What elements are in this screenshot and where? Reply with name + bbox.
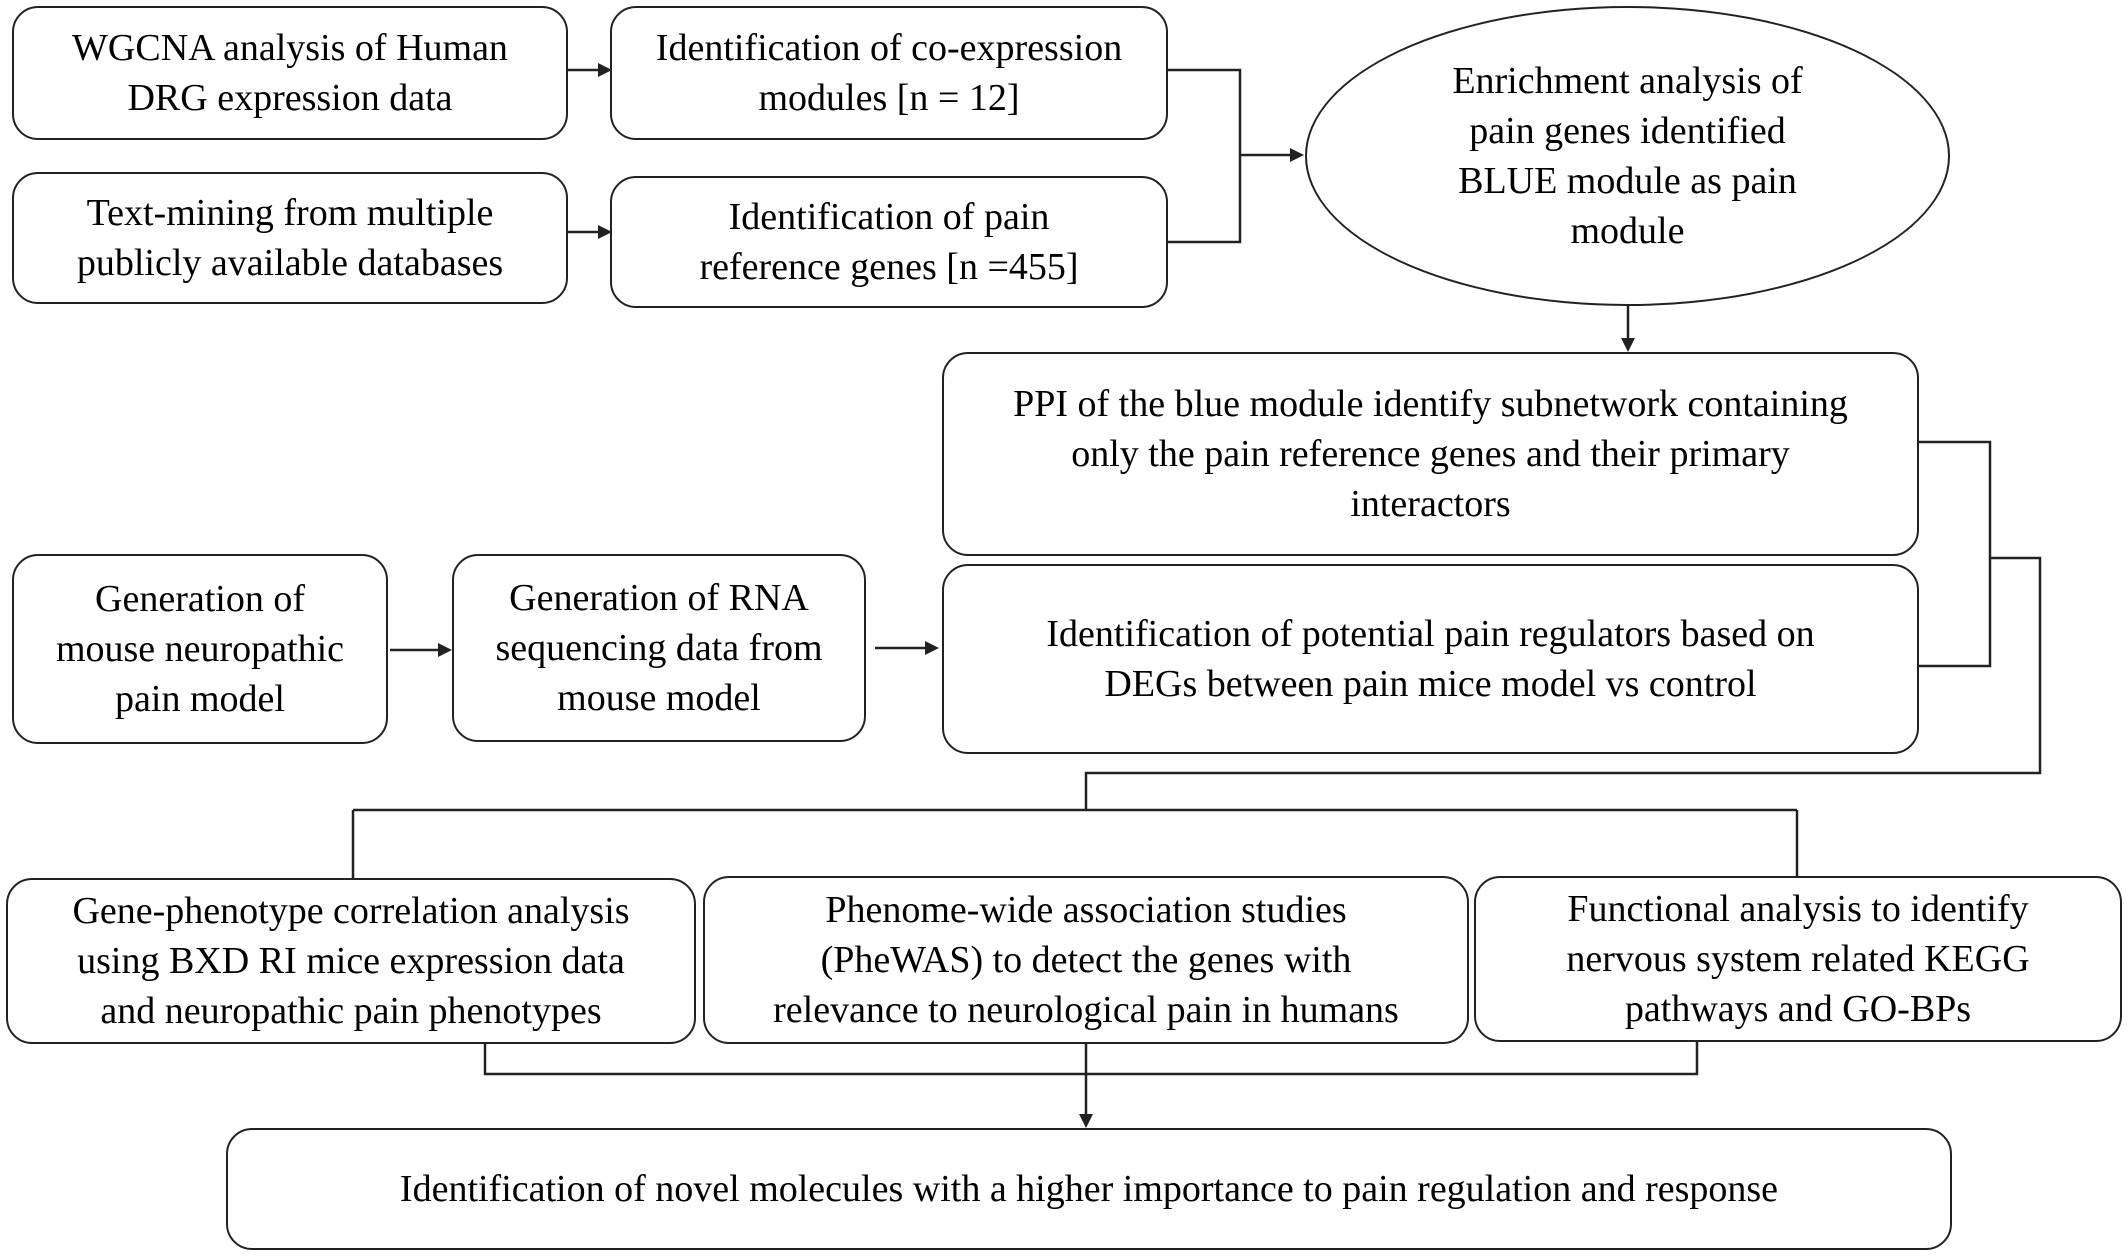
wgcna-analysis-box: WGCNA analysis of Human DRG expression d… [12, 6, 568, 140]
enrichment-analysis-ellipse: Enrichment analysis of pain genes identi… [1305, 6, 1950, 306]
mouse-model-label: Generation of mouse neuropathic pain mod… [55, 578, 345, 720]
ppi-subnetwork-box: PPI of the blue module identify subnetwo… [942, 352, 1919, 556]
arrowhead [598, 63, 612, 77]
gene-phenotype-label: Gene-phenotype correlation analysis usin… [72, 890, 630, 1032]
arrowhead [598, 225, 612, 239]
arrowhead [438, 643, 452, 657]
pain-reference-genes-box: Identification of pain reference genes [… [610, 176, 1168, 308]
phewas-label: Phenome-wide association studies (PheWAS… [773, 889, 1399, 1031]
pain-regulators-box: Identification of potential pain regulat… [942, 564, 1919, 754]
arrowhead [1079, 1114, 1093, 1128]
coexpression-modules-box: Identification of co-expression modules … [610, 6, 1168, 140]
coexpression-modules-label: Identification of co-expression modules … [655, 27, 1123, 119]
connector-lower-merge [483, 1042, 1699, 1076]
connector-coexpression-to-merge [1166, 68, 1242, 244]
pain-regulators-label: Identification of potential pain regulat… [1046, 613, 1815, 705]
phewas-box: Phenome-wide association studies (PheWAS… [703, 876, 1469, 1044]
gene-phenotype-box: Gene-phenotype correlation analysis usin… [6, 878, 696, 1044]
connector-ppi-regulators-bracket [1917, 440, 1992, 668]
pain-reference-genes-label: Identification of pain reference genes [… [699, 196, 1079, 288]
enrichment-analysis-label: Enrichment analysis of pain genes identi… [1452, 60, 1803, 252]
arrowhead [925, 641, 939, 655]
arrowhead [1621, 338, 1635, 352]
connector-bracket-to-branch [1084, 556, 2042, 810]
text-mining-label: Text-mining from multiple publicly avail… [76, 192, 504, 284]
arrowhead [1290, 148, 1304, 162]
rna-sequencing-box: Generation of RNA sequencing data from m… [452, 554, 866, 742]
functional-analysis-box: Functional analysis to identify nervous … [1474, 876, 2122, 1042]
text-mining-box: Text-mining from multiple publicly avail… [12, 172, 568, 304]
functional-analysis-label: Functional analysis to identify nervous … [1566, 888, 2030, 1030]
novel-molecules-label: Identification of novel molecules with a… [399, 1168, 1779, 1210]
novel-molecules-box: Identification of novel molecules with a… [226, 1128, 1952, 1250]
ppi-subnetwork-label: PPI of the blue module identify subnetwo… [1013, 383, 1848, 525]
rna-sequencing-label: Generation of RNA sequencing data from m… [495, 577, 823, 719]
mouse-model-box: Generation of mouse neuropathic pain mod… [12, 554, 388, 744]
wgcna-analysis-label: WGCNA analysis of Human DRG expression d… [72, 27, 508, 119]
